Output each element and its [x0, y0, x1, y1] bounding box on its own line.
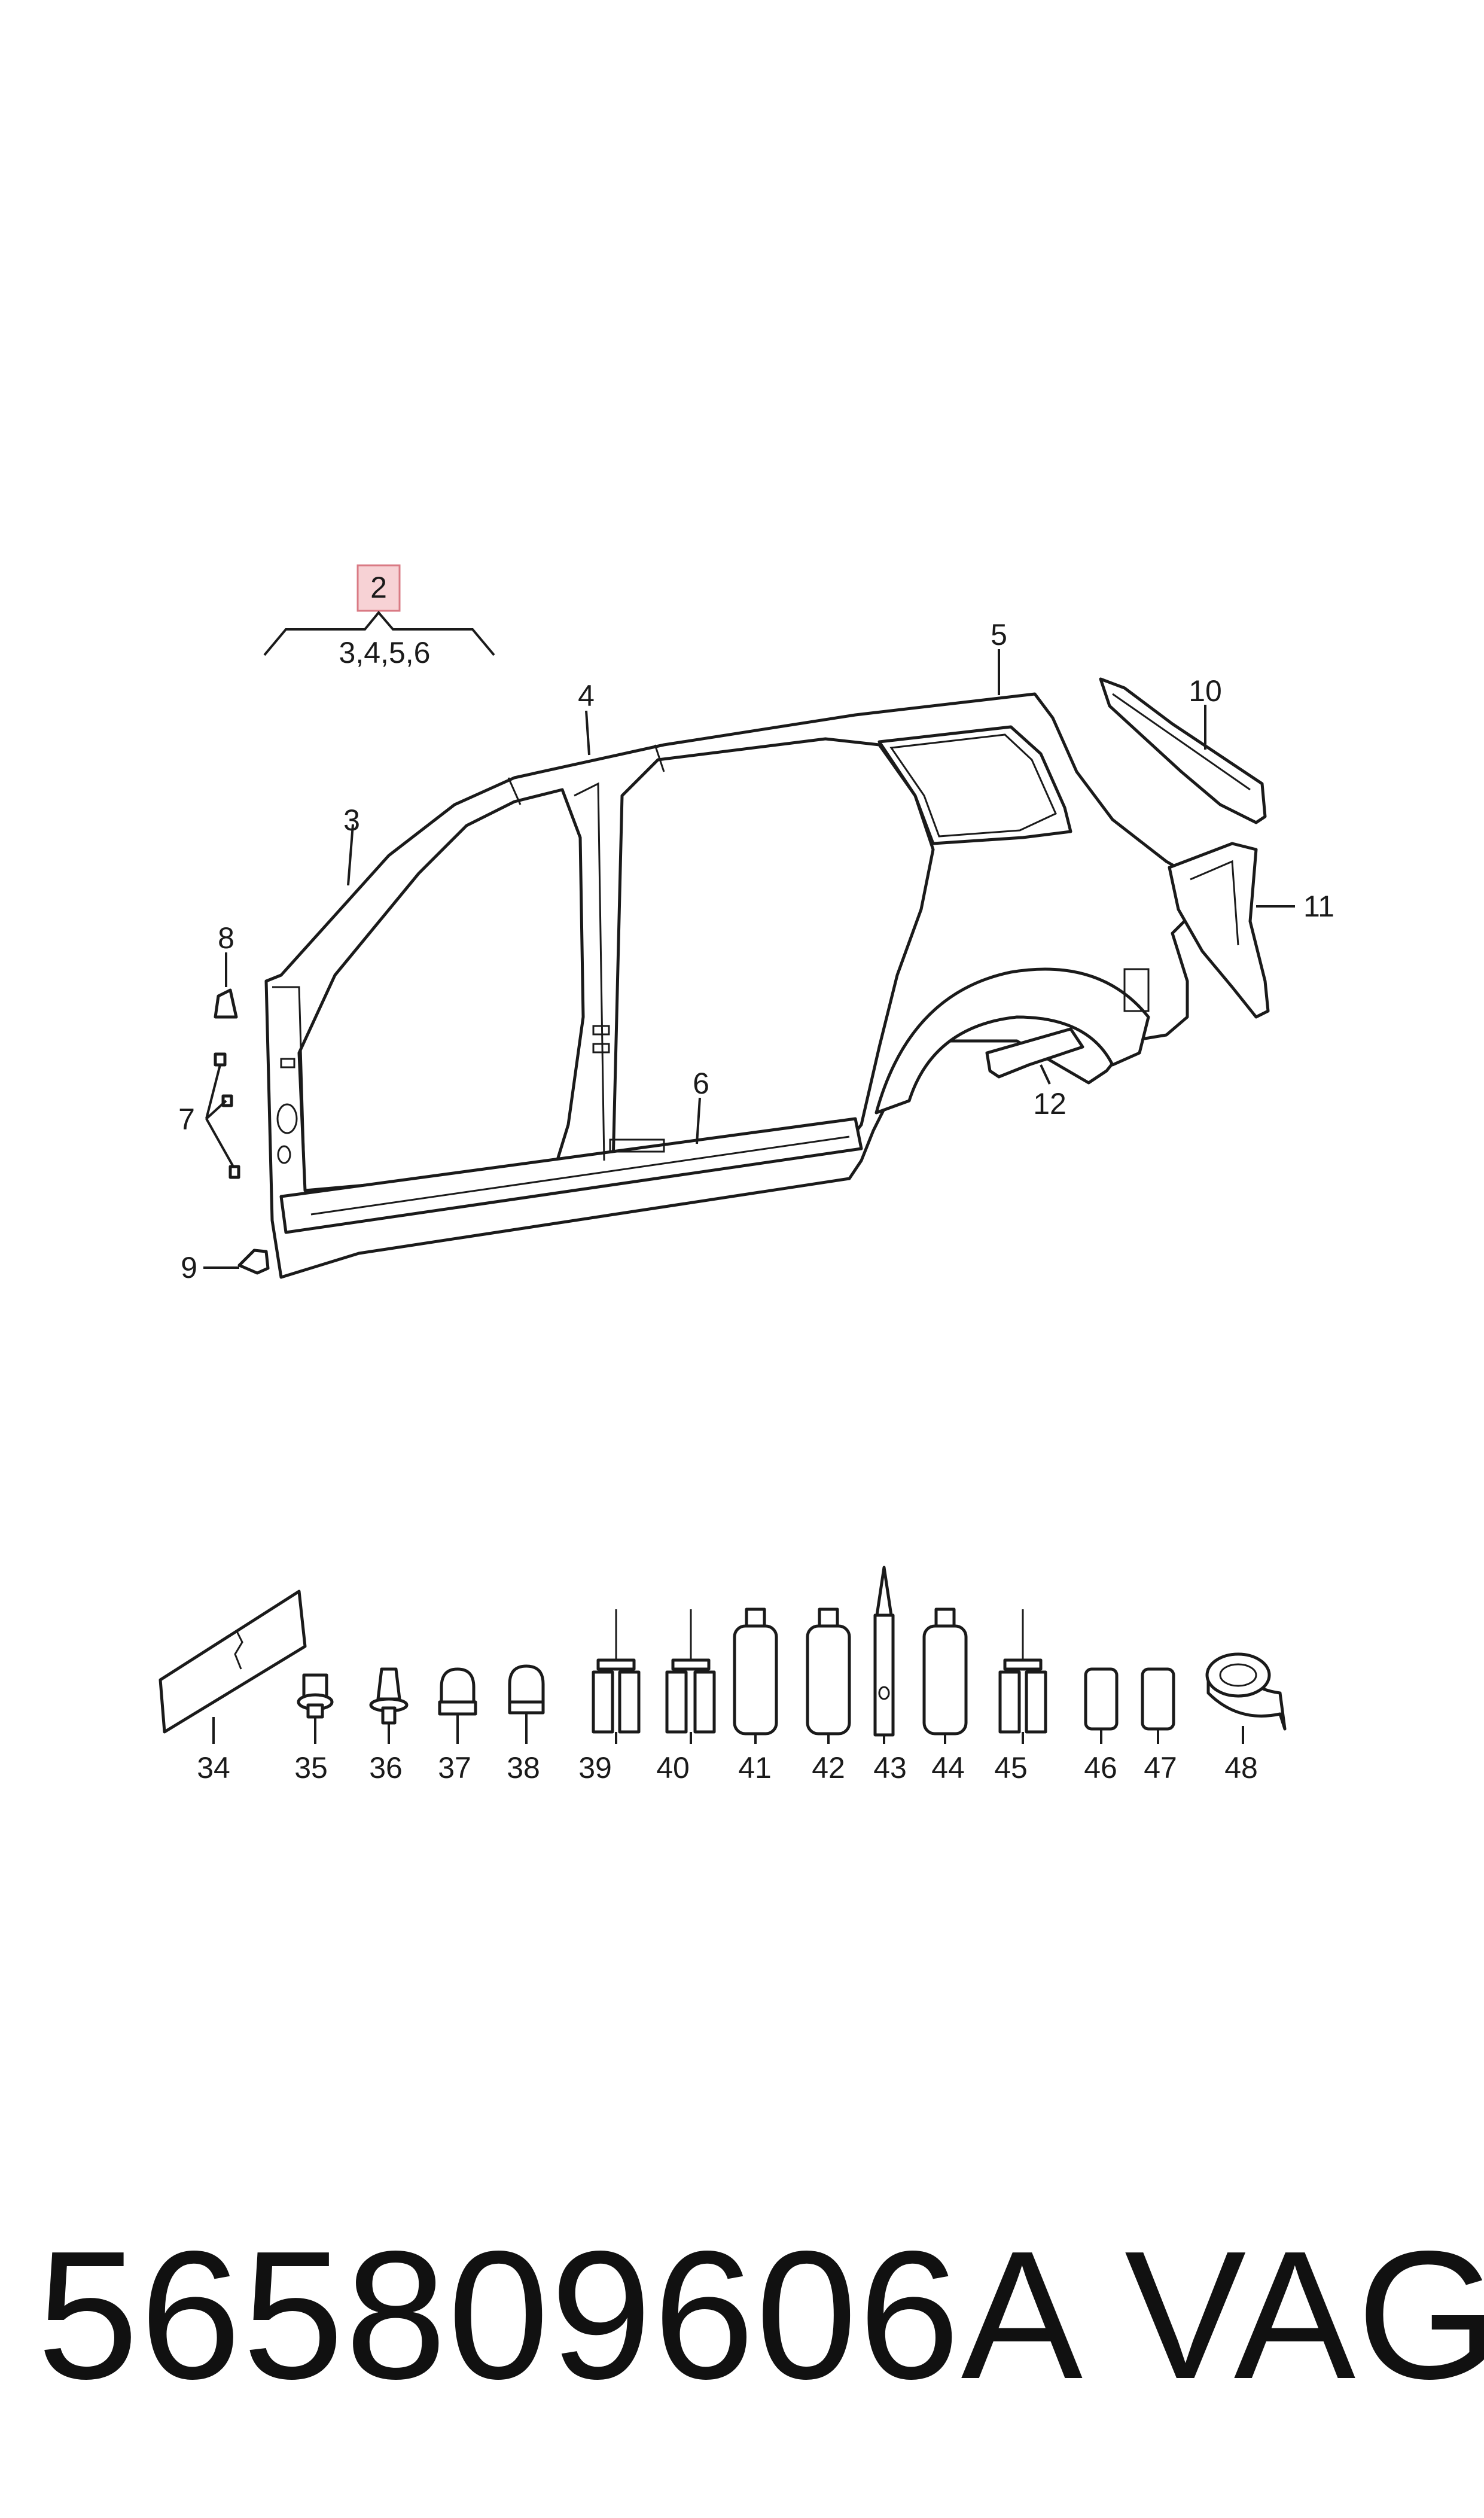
part-7-clip: [228, 1165, 240, 1179]
quarter-window: [877, 725, 1072, 845]
part-38-nut: [508, 1664, 545, 1715]
callout-34[interactable]: 34: [197, 1751, 230, 1785]
callout-10[interactable]: 10: [1189, 674, 1222, 708]
part-42-tube: [806, 1607, 851, 1735]
callout-42[interactable]: 42: [812, 1751, 845, 1785]
front-door-opening: [297, 788, 585, 1192]
callout-4[interactable]: 4: [578, 679, 595, 713]
group-label: 3,4,5,6: [339, 636, 431, 669]
part-47-bottle: [1141, 1667, 1175, 1731]
part-36-stud: [369, 1667, 409, 1725]
part-35-clip: [297, 1673, 334, 1719]
callout-40[interactable]: 40: [656, 1751, 690, 1785]
callout-44[interactable]: 44: [931, 1751, 965, 1785]
part-40-cartridge: [665, 1609, 716, 1734]
callout-45[interactable]: 45: [994, 1751, 1028, 1785]
callout-41[interactable]: 41: [738, 1751, 772, 1785]
callout-47[interactable]: 47: [1144, 1751, 1177, 1785]
callout-6[interactable]: 6: [693, 1067, 709, 1100]
side-panel-assembly: [264, 692, 1210, 1279]
callout-38[interactable]: 38: [507, 1751, 540, 1785]
part-12-pad: [985, 1027, 1084, 1079]
callout-11[interactable]: 11: [1303, 890, 1334, 923]
group-bracket: [263, 610, 495, 656]
part-7-clip: [214, 1052, 227, 1067]
part-34-strip: [159, 1590, 307, 1734]
part-43-cartridge: [873, 1566, 895, 1737]
callout-8[interactable]: 8: [218, 921, 234, 955]
callout-2-label[interactable]: 2: [370, 571, 387, 604]
callout-12[interactable]: 12: [1033, 1087, 1066, 1121]
part-48-tape: [1205, 1652, 1287, 1731]
part-44-tube: [922, 1607, 968, 1735]
part-37-nut: [438, 1667, 477, 1716]
part-45-cartridge: [998, 1609, 1047, 1734]
callout-39[interactable]: 39: [578, 1751, 612, 1785]
callout-36[interactable]: 36: [369, 1751, 403, 1785]
callout-9[interactable]: 9: [181, 1251, 197, 1284]
callout-5[interactable]: 5: [991, 618, 1007, 651]
callout-3[interactable]: 3: [343, 803, 360, 837]
part-46-bottle: [1084, 1667, 1119, 1731]
part-number: 565809606A: [37, 2213, 1084, 2417]
part-10-rail: [1099, 677, 1267, 824]
part-39-cartridge: [592, 1609, 641, 1734]
brand-label: VAG: [1125, 2213, 1484, 2417]
callout-43[interactable]: 43: [873, 1751, 907, 1785]
callout-48[interactable]: 48: [1224, 1751, 1258, 1785]
rear-door-opening: [611, 737, 935, 1165]
callout-7[interactable]: 7: [178, 1103, 195, 1136]
part-41-tube: [733, 1607, 778, 1735]
callout-35[interactable]: 35: [294, 1751, 328, 1785]
callout-46[interactable]: 46: [1084, 1751, 1117, 1785]
callout-37[interactable]: 37: [438, 1751, 471, 1785]
part-8-bracket: [214, 988, 238, 1019]
part-9-bracket: [237, 1249, 270, 1275]
rear-wheel-arch: [874, 967, 1150, 1115]
part-11-panel: [1168, 842, 1270, 1019]
